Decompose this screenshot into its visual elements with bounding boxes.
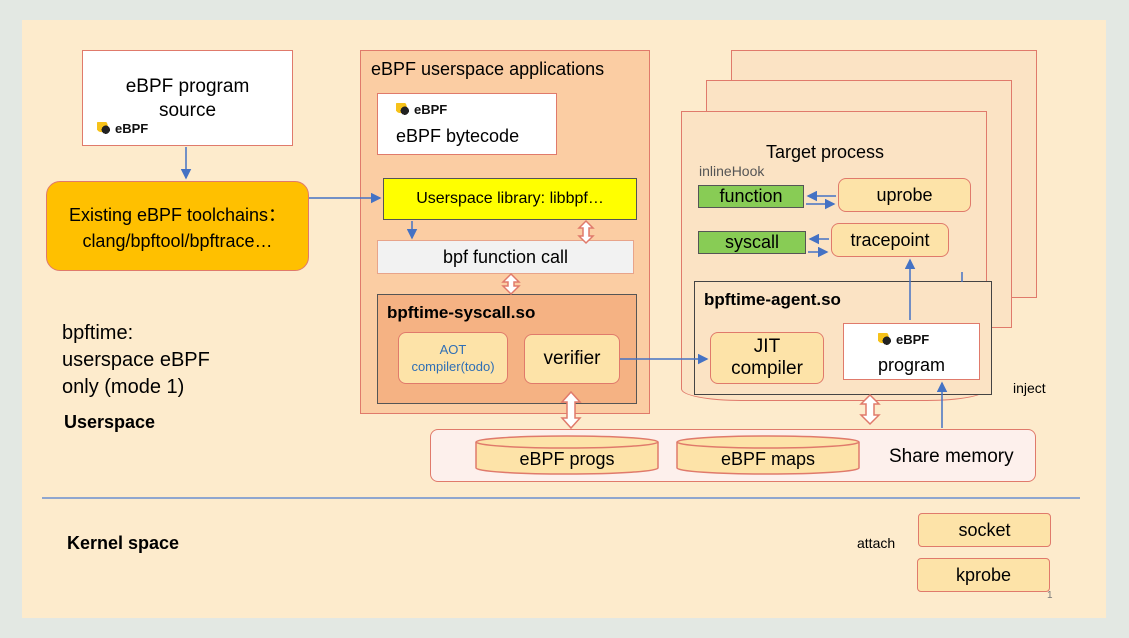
inject-label: inject (1013, 380, 1046, 396)
userspace-library-label: Userspace library: libbpf… (416, 190, 604, 207)
syscall-label: syscall (724, 232, 779, 252)
kprobe-box: kprobe (917, 558, 1050, 592)
source-line-1: eBPF program (125, 76, 250, 97)
ebpf-maps-cylinder (676, 435, 860, 475)
ebpf-bytecode-box: eBPF eBPF bytecode (377, 93, 557, 155)
program-ebpf-logo-icon: eBPF (878, 332, 929, 347)
kernel-space-label: Kernel space (67, 533, 180, 553)
aot-line-1: AOT (439, 342, 467, 357)
source-line-2: source (158, 100, 217, 121)
userspace-library-box: Userspace library: libbpf… (383, 178, 637, 220)
share-memory-label: Share memory (889, 446, 1014, 467)
ebpf-program-source-box: eBPF program source eBPF (82, 50, 293, 146)
mode-line-2: userspace eBPF (62, 349, 210, 371)
syscall-box: syscall (698, 231, 806, 254)
toolchains-box: Existing eBPF toolchains： clang/bpftool/… (46, 181, 309, 271)
userspace-label: Userspace (64, 412, 156, 432)
ebpf-progs-label: eBPF progs (519, 449, 615, 469)
verifier-box: verifier (524, 334, 620, 384)
socket-box: socket (918, 513, 1051, 547)
bpftime-agent-title: bpftime-agent.so (704, 290, 841, 309)
jit-line-2: compiler (731, 358, 803, 379)
mode-description: bpftime: userspace eBPF only (mode 1) (62, 320, 210, 401)
aot-line-2: compiler(todo) (411, 359, 495, 374)
mode-line-3: only (mode 1) (62, 376, 185, 398)
uprobe-box: uprobe (838, 178, 971, 212)
attach-label: attach (857, 535, 896, 551)
inline-hook-label: inlineHook (699, 163, 765, 179)
function-label: function (719, 186, 783, 206)
ebpf-progs-cylinder (475, 435, 659, 475)
ebpf-maps-label: eBPF maps (720, 449, 816, 469)
bpftime-syscall-title: bpftime-syscall.so (387, 303, 536, 322)
page-number: 1 (1047, 590, 1053, 601)
program-label: program (877, 355, 946, 375)
ebpf-bytecode-logo-icon: eBPF (396, 102, 447, 117)
socket-label: socket (958, 519, 1011, 540)
mode-line-1: bpftime: (62, 322, 134, 344)
userspace-applications-title: eBPF userspace applications (371, 59, 605, 79)
ebpf-bytecode-label: eBPF bytecode (396, 126, 520, 146)
verifier-label: verifier (543, 348, 601, 369)
tracepoint-label: tracepoint (850, 229, 930, 250)
kprobe-label: kprobe (955, 564, 1012, 585)
toolchains-line-2: clang/bpftool/bpftrace… (82, 230, 273, 251)
uprobe-label: uprobe (876, 184, 933, 205)
bpf-function-call-label: bpf function call (442, 246, 569, 267)
bpf-function-call-box: bpf function call (377, 240, 634, 274)
aot-compiler-box: AOT compiler(todo) (398, 332, 508, 384)
toolchains-line-1: Existing eBPF toolchains： (68, 204, 287, 225)
tracepoint-box: tracepoint (831, 223, 949, 257)
ebpf-logo-icon: eBPF (97, 121, 148, 136)
ebpf-program-box: eBPF program (843, 323, 980, 380)
jit-compiler-box: JIT compiler (710, 332, 824, 384)
target-process-title: Target process (766, 142, 885, 162)
function-box: function (698, 185, 804, 208)
jit-line-1: JIT (753, 336, 781, 357)
